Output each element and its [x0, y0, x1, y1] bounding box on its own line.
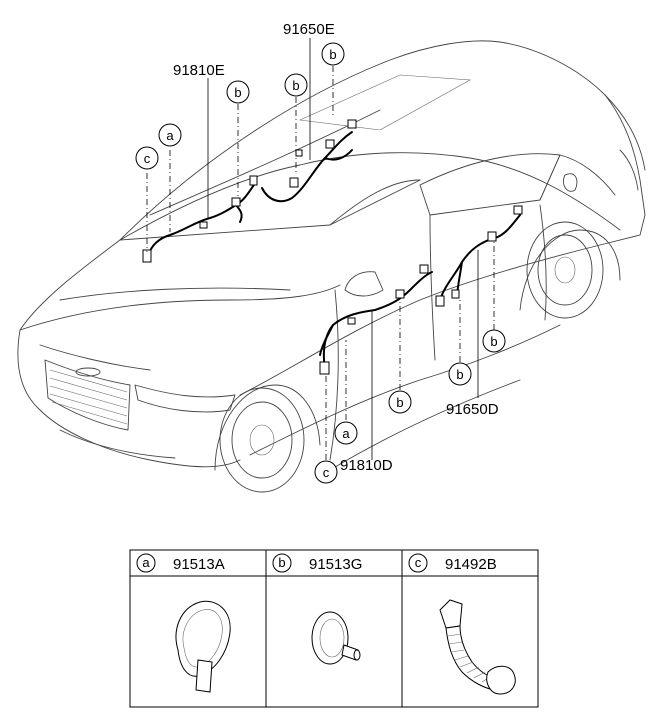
harness-91650E [261, 119, 357, 203]
svg-text:a: a [166, 128, 174, 143]
svg-text:b: b [278, 555, 285, 570]
svg-text:c: c [415, 555, 422, 570]
callout-b-3: b [321, 42, 345, 66]
callout-b-6: b [388, 390, 412, 414]
svg-text:b: b [329, 47, 336, 62]
callout-b-1: b [226, 80, 250, 104]
legend-table: a 91513A b 91513G c 91492B [129, 549, 539, 708]
svg-text:c: c [144, 151, 151, 166]
callout-b-2: b [284, 73, 308, 97]
svg-text:a: a [342, 426, 350, 441]
svg-text:b: b [396, 395, 403, 410]
callout-c-top: c [135, 146, 159, 170]
grommet-part-illustration [175, 600, 231, 693]
corrugated-boot-part-illustration [439, 599, 516, 695]
legend-header-b: b 91513G [272, 553, 362, 573]
callout-a-top: a [158, 123, 182, 147]
svg-text:b: b [456, 367, 463, 382]
legend-header-c: c 91492B [408, 553, 497, 573]
harness-91650D [435, 205, 523, 307]
callout-a-bottom: a [334, 421, 358, 445]
svg-text:c: c [323, 465, 330, 480]
legend-header-a: a 91513A [136, 553, 225, 573]
callout-b-5: b [448, 362, 472, 386]
callout-b-4: b [482, 329, 506, 353]
harness-91810D [319, 264, 433, 375]
part-label-91810D: 91810D [340, 457, 393, 474]
car-body-outline [17, 40, 646, 493]
harness-91810E [142, 175, 258, 263]
legend-part-number-a: 91513A [173, 556, 225, 573]
svg-text:a: a [142, 555, 150, 570]
callout-c-bottom: c [314, 460, 338, 484]
legend-part-number-c: 91492B [445, 556, 497, 573]
part-label-91650E: 91650E [283, 21, 335, 38]
part-label-91650D: 91650D [446, 401, 499, 418]
svg-text:b: b [292, 78, 299, 93]
leader-lines [146, 38, 495, 460]
round-grommet-part-illustration [311, 611, 361, 665]
svg-text:b: b [490, 334, 497, 349]
svg-text:b: b [234, 85, 241, 100]
part-label-91810E: 91810E [173, 62, 225, 79]
legend-part-number-b: 91513G [309, 556, 362, 573]
